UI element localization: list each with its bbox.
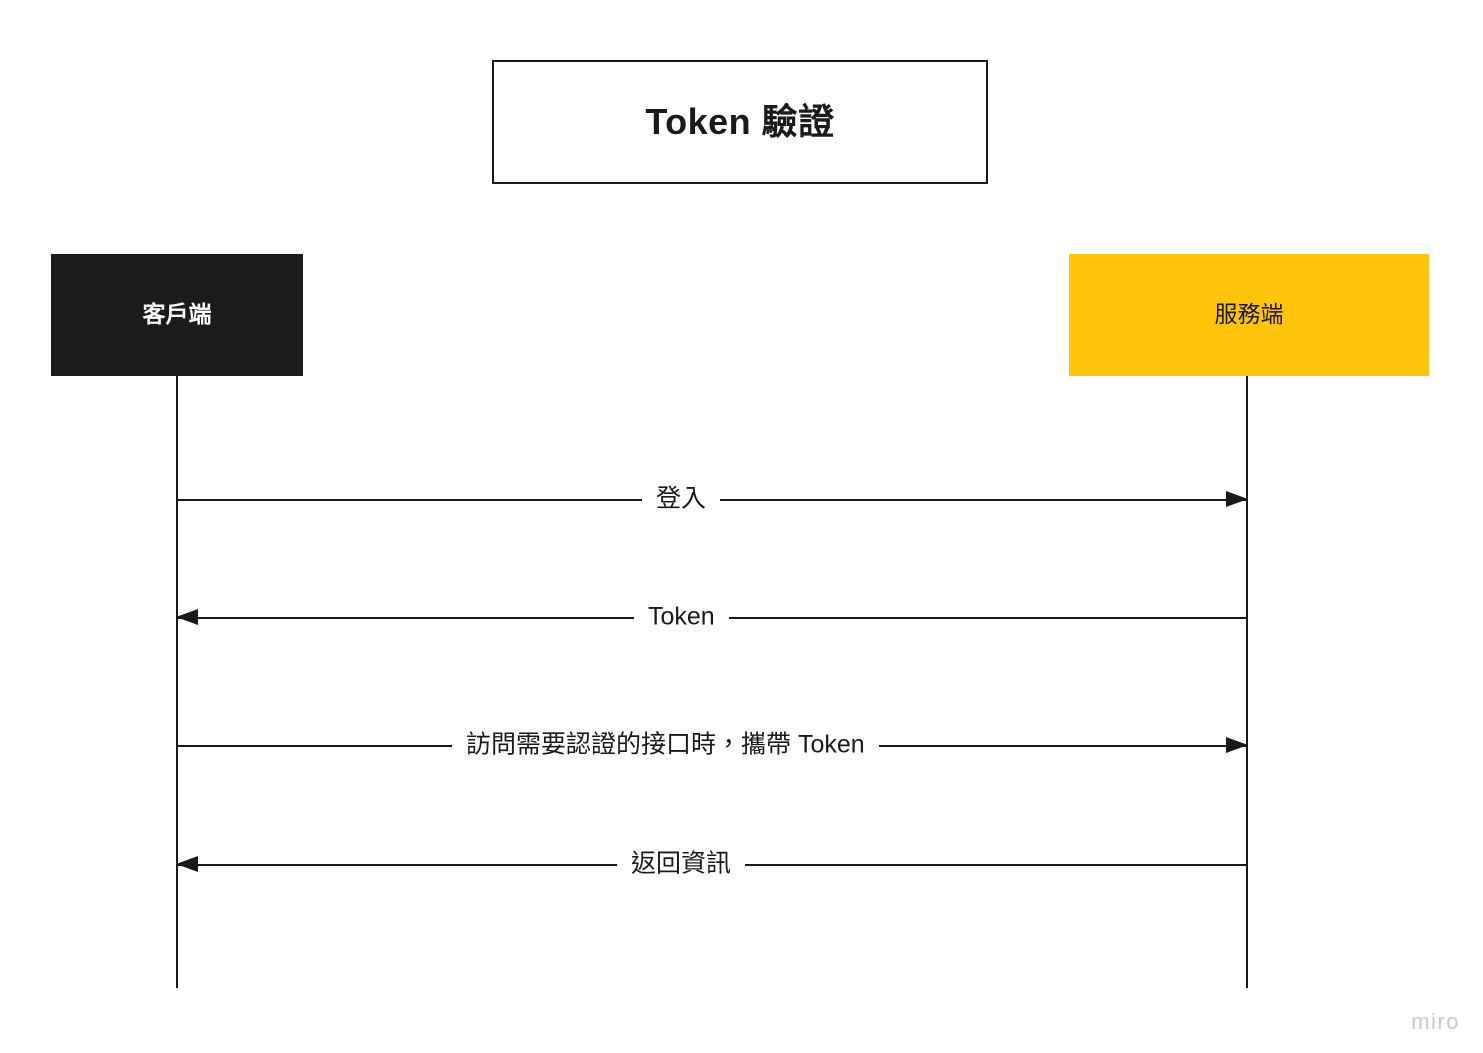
participant-client[interactable]: 客戶端 [51,254,303,376]
arrowhead-left-icon [176,856,198,872]
participant-server[interactable]: 服務端 [1069,254,1429,376]
participant-client-label: 客戶端 [142,301,212,328]
arrowhead-right-icon [1226,737,1248,753]
diagram-title: Token 驗證 [645,101,835,143]
arrowhead-left-icon [176,609,198,625]
arrowhead-right-icon [1226,491,1248,507]
message-3-label: 訪問需要認證的接口時，攜帶 Token [452,732,879,758]
participant-server-label: 服務端 [1214,301,1284,328]
lifeline-client [176,376,178,988]
miro-watermark: miro [1411,1009,1460,1034]
diagram-title-box[interactable]: Token 驗證 [492,60,988,184]
lifeline-server [1246,376,1248,988]
message-4-label: 返回資訊 [617,851,746,877]
message-1-label: 登入 [642,486,721,512]
message-2-label: Token [634,604,729,630]
